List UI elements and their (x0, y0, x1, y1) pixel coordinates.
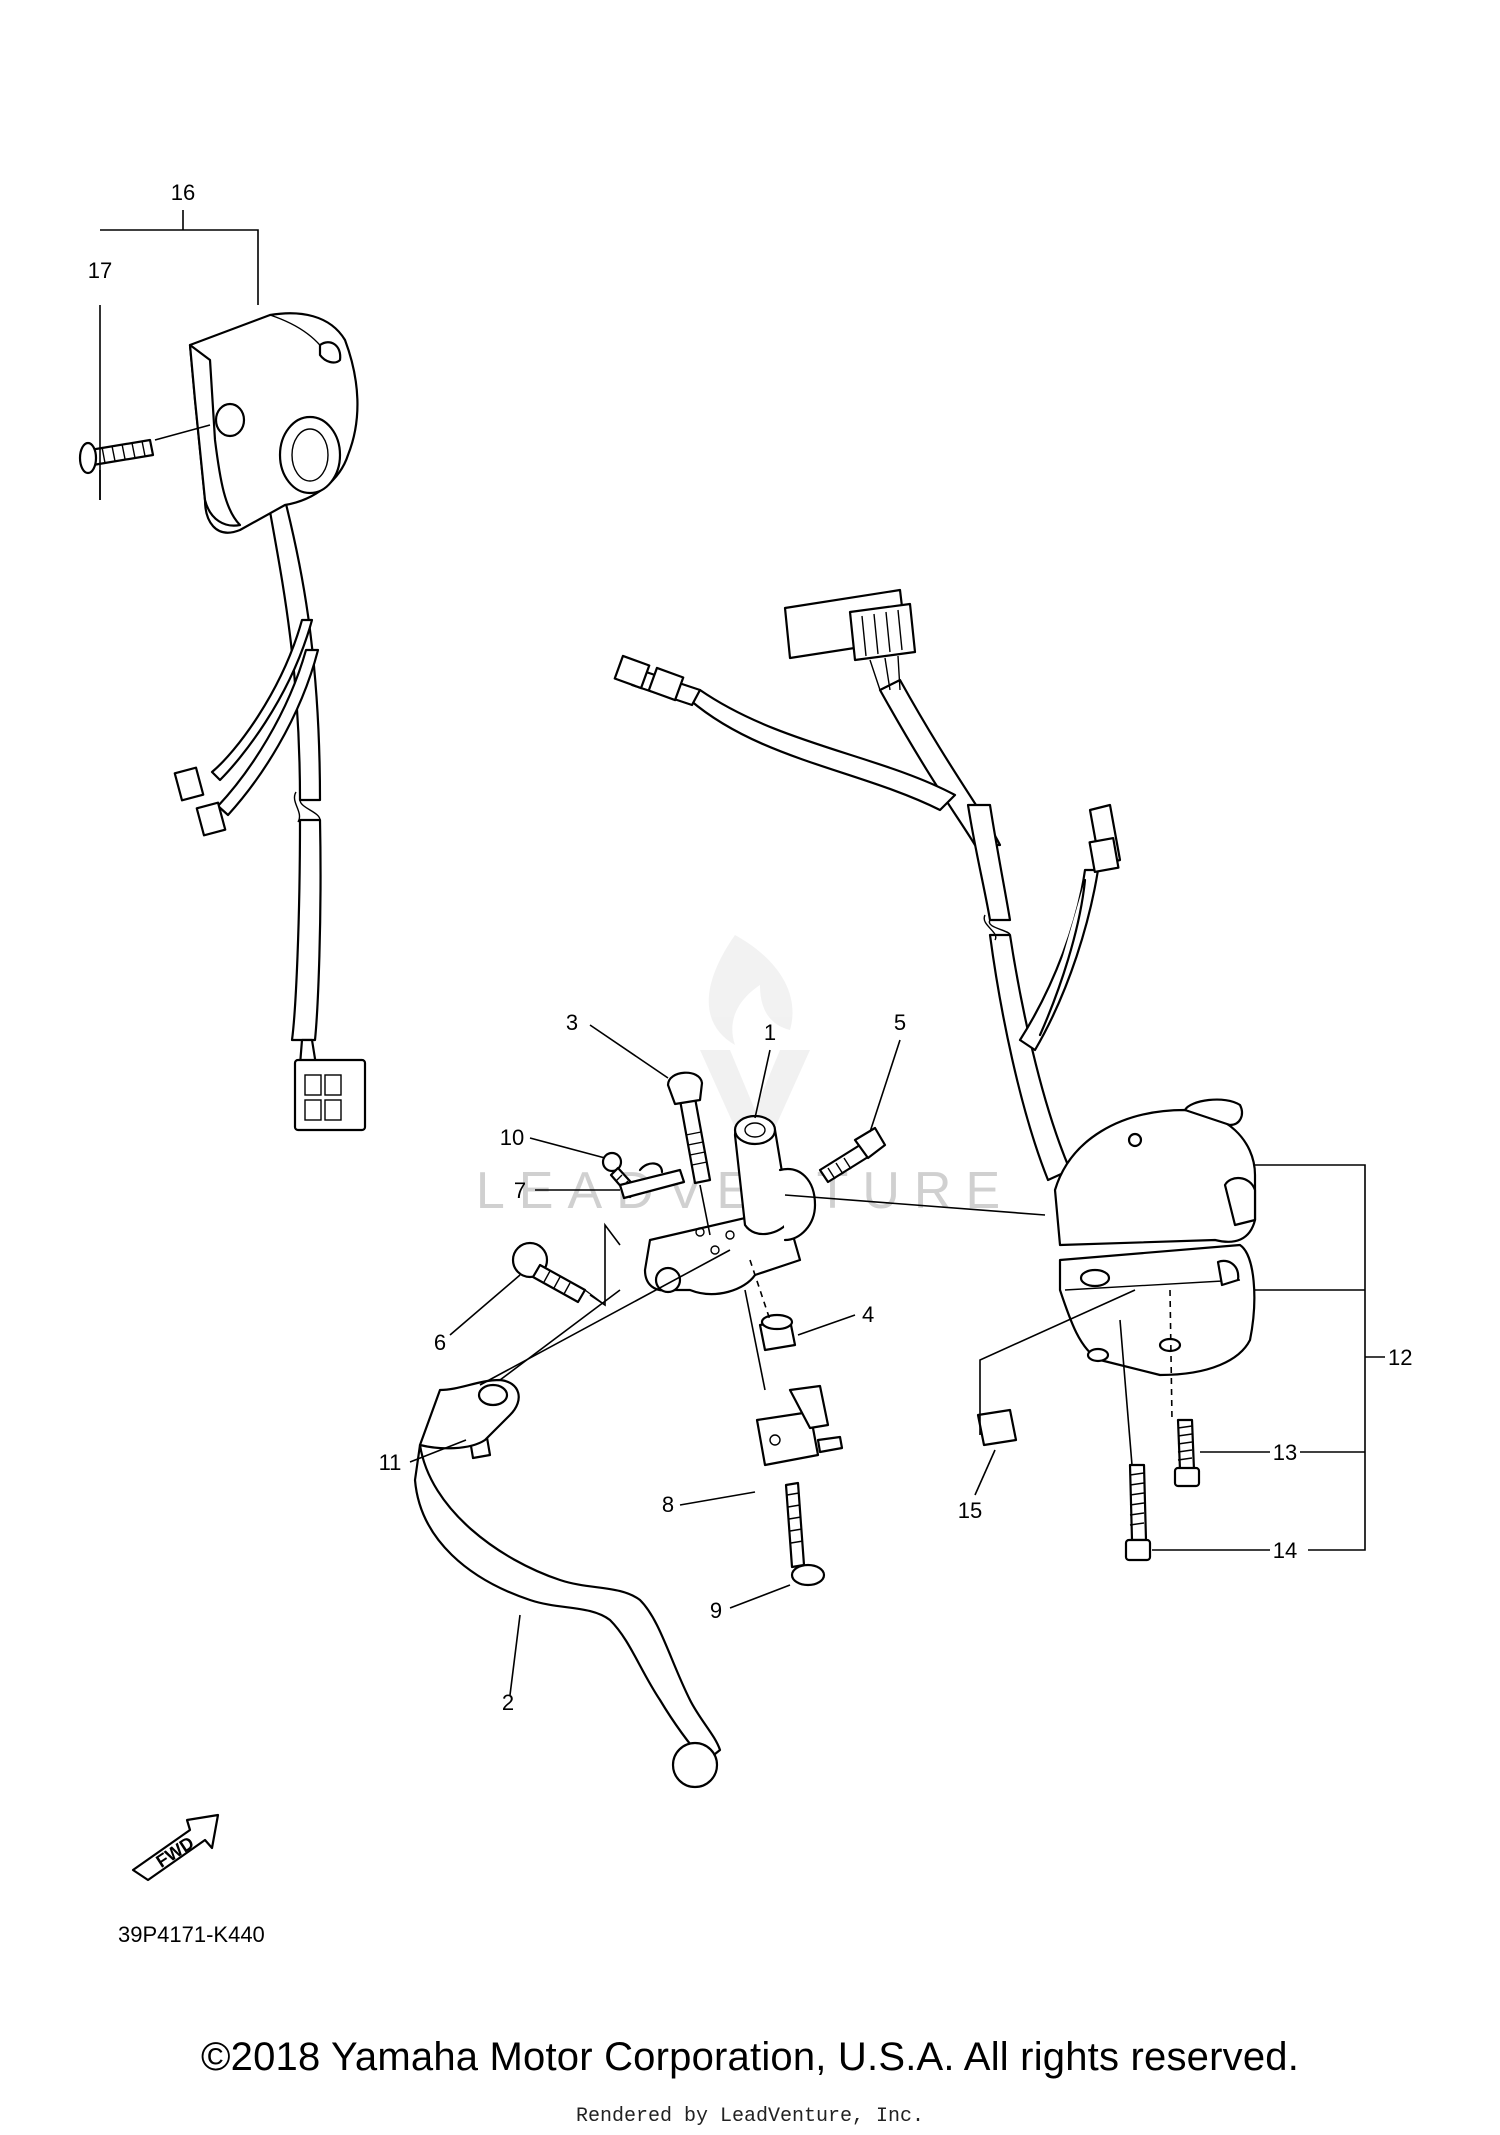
nut-4 (758, 1313, 797, 1352)
fwd-arrow: FWD (131, 1813, 220, 1882)
callout-14: 14 (1273, 1538, 1297, 1563)
callout-17: 17 (88, 258, 112, 283)
callout-7: 7 (514, 1178, 526, 1203)
part-7 (618, 1162, 686, 1200)
bolt-6 (511, 1241, 606, 1306)
watermark-logo (700, 935, 810, 1150)
switch-8 (755, 1384, 844, 1467)
callout-13: 13 (1273, 1440, 1297, 1465)
screw-14 (1124, 1463, 1152, 1562)
callout-16: 16 (171, 180, 195, 205)
callout-6: 6 (434, 1330, 446, 1355)
callout-5: 5 (894, 1010, 906, 1035)
right-handlebar-switch (613, 588, 1257, 1377)
clutch-lever-2 (413, 1378, 722, 1789)
leader-lines (99, 210, 1385, 1696)
callout-1: 1 (764, 1020, 776, 1045)
callout-15: 15 (958, 1498, 982, 1523)
bolt-3 (666, 1071, 712, 1185)
callout-2: 2 (502, 1690, 514, 1715)
callout-9: 9 (710, 1598, 722, 1623)
callout-10: 10 (500, 1125, 524, 1150)
copyright-notice: ©2018 Yamaha Motor Corporation, U.S.A. A… (200, 2035, 1300, 2079)
callout-8: 8 (662, 1492, 674, 1517)
callout-3: 3 (566, 1010, 578, 1035)
diagram-code: 39P4171-K440 (118, 1922, 265, 1947)
callout-11: 11 (379, 1450, 402, 1475)
screw-17 (78, 438, 155, 475)
callout-12: 12 (1388, 1345, 1412, 1370)
part-15 (976, 1408, 1018, 1447)
rendered-by-notice: Rendered by LeadVenture, Inc. (575, 2105, 925, 2128)
callout-labels: 1 2 3 4 5 6 7 8 9 10 11 12 13 14 15 16 1… (88, 180, 1413, 1715)
left-handlebar-switch (173, 312, 367, 1132)
callout-4: 4 (862, 1302, 874, 1327)
lever-holder-1 (643, 1114, 817, 1295)
screw-9 (784, 1481, 826, 1587)
screw-13 (1173, 1418, 1201, 1488)
screw-5 (818, 1126, 887, 1184)
